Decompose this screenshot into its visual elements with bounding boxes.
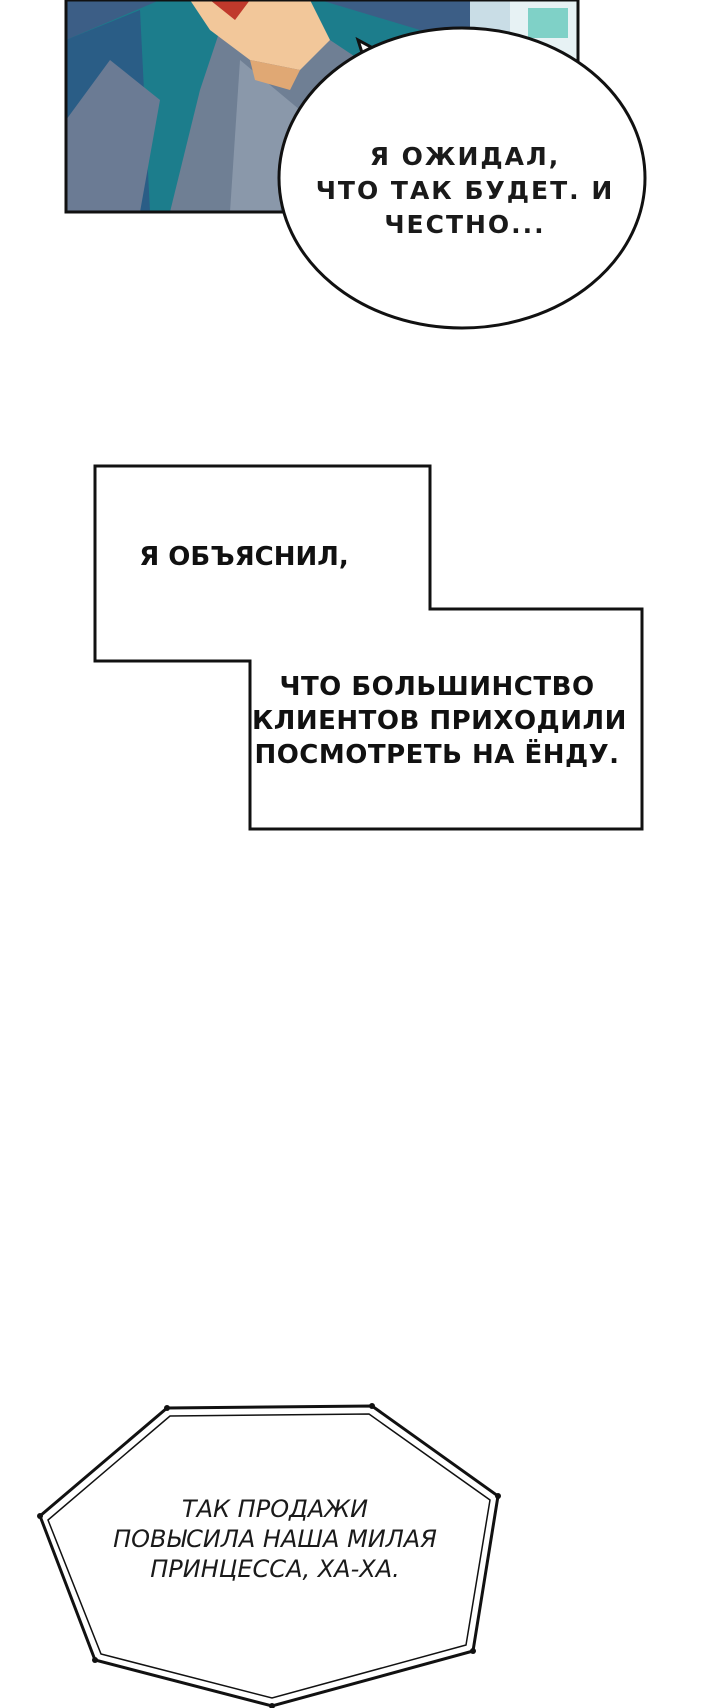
speech-line: ЧТО ТАК БУДЕТ. И bbox=[315, 176, 615, 205]
speech-bubble-text: Я ОЖИДАЛ, ЧТО ТАК БУДЕТ. И ЧЕСТНО... bbox=[280, 140, 650, 242]
octagon-line: ПРИНЦЕССА, ХА-ХА. bbox=[150, 1555, 400, 1583]
octagon-caption-box bbox=[37, 1403, 501, 1708]
caption-line: КЛИЕНТОВ ПРИХОДИЛИ bbox=[252, 706, 627, 736]
caption-line: ПОСМОТРЕТЬ НА ЁНДУ. bbox=[254, 740, 620, 770]
caption-top-text: Я ОБЪЯСНИЛ, bbox=[139, 542, 349, 572]
octagon-caption-text: ТАК ПРОДАЖИ ПОВЫСИЛА НАША МИЛАЯ ПРИНЦЕСС… bbox=[90, 1494, 460, 1584]
speech-line: ЧЕСТНО... bbox=[384, 210, 546, 239]
caption-box bbox=[93, 464, 644, 831]
caption-bottom-text: ЧТО БОЛЬШИНСТВО КЛИЕНТОВ ПРИХОДИЛИ ПОСМО… bbox=[252, 670, 627, 772]
octagon-line: ТАК ПРОДАЖИ bbox=[181, 1495, 369, 1523]
speech-bubble bbox=[277, 26, 647, 330]
octagon-line: ПОВЫСИЛА НАША МИЛАЯ bbox=[113, 1525, 437, 1553]
speech-line: Я ОЖИДАЛ, bbox=[369, 142, 561, 171]
caption-line: ЧТО БОЛЬШИНСТВО bbox=[279, 672, 595, 702]
